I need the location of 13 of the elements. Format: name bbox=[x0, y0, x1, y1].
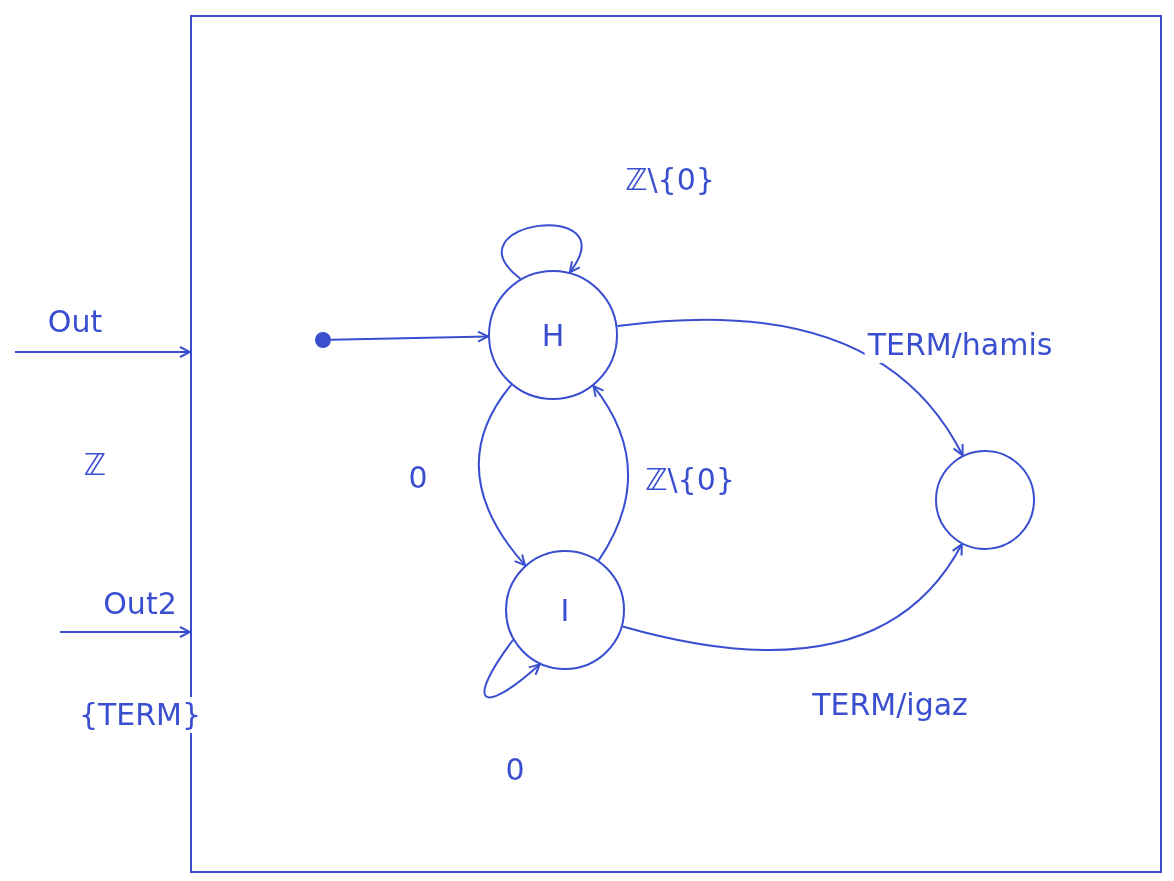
transition-arrow bbox=[483, 639, 541, 699]
transition-arrow bbox=[330, 330, 489, 343]
input-arrow bbox=[14, 346, 191, 358]
transition-arrow bbox=[616, 318, 964, 457]
input-arrow bbox=[59, 626, 191, 638]
transition-arrow bbox=[478, 383, 526, 567]
transition-arrow bbox=[592, 384, 630, 562]
final-state-circle bbox=[935, 450, 1035, 550]
initial-state-dot bbox=[315, 332, 331, 348]
transition-arrow bbox=[500, 224, 583, 280]
transition-arrow bbox=[621, 543, 963, 652]
state-circle: I bbox=[505, 550, 625, 670]
state-circle: H bbox=[488, 270, 618, 400]
